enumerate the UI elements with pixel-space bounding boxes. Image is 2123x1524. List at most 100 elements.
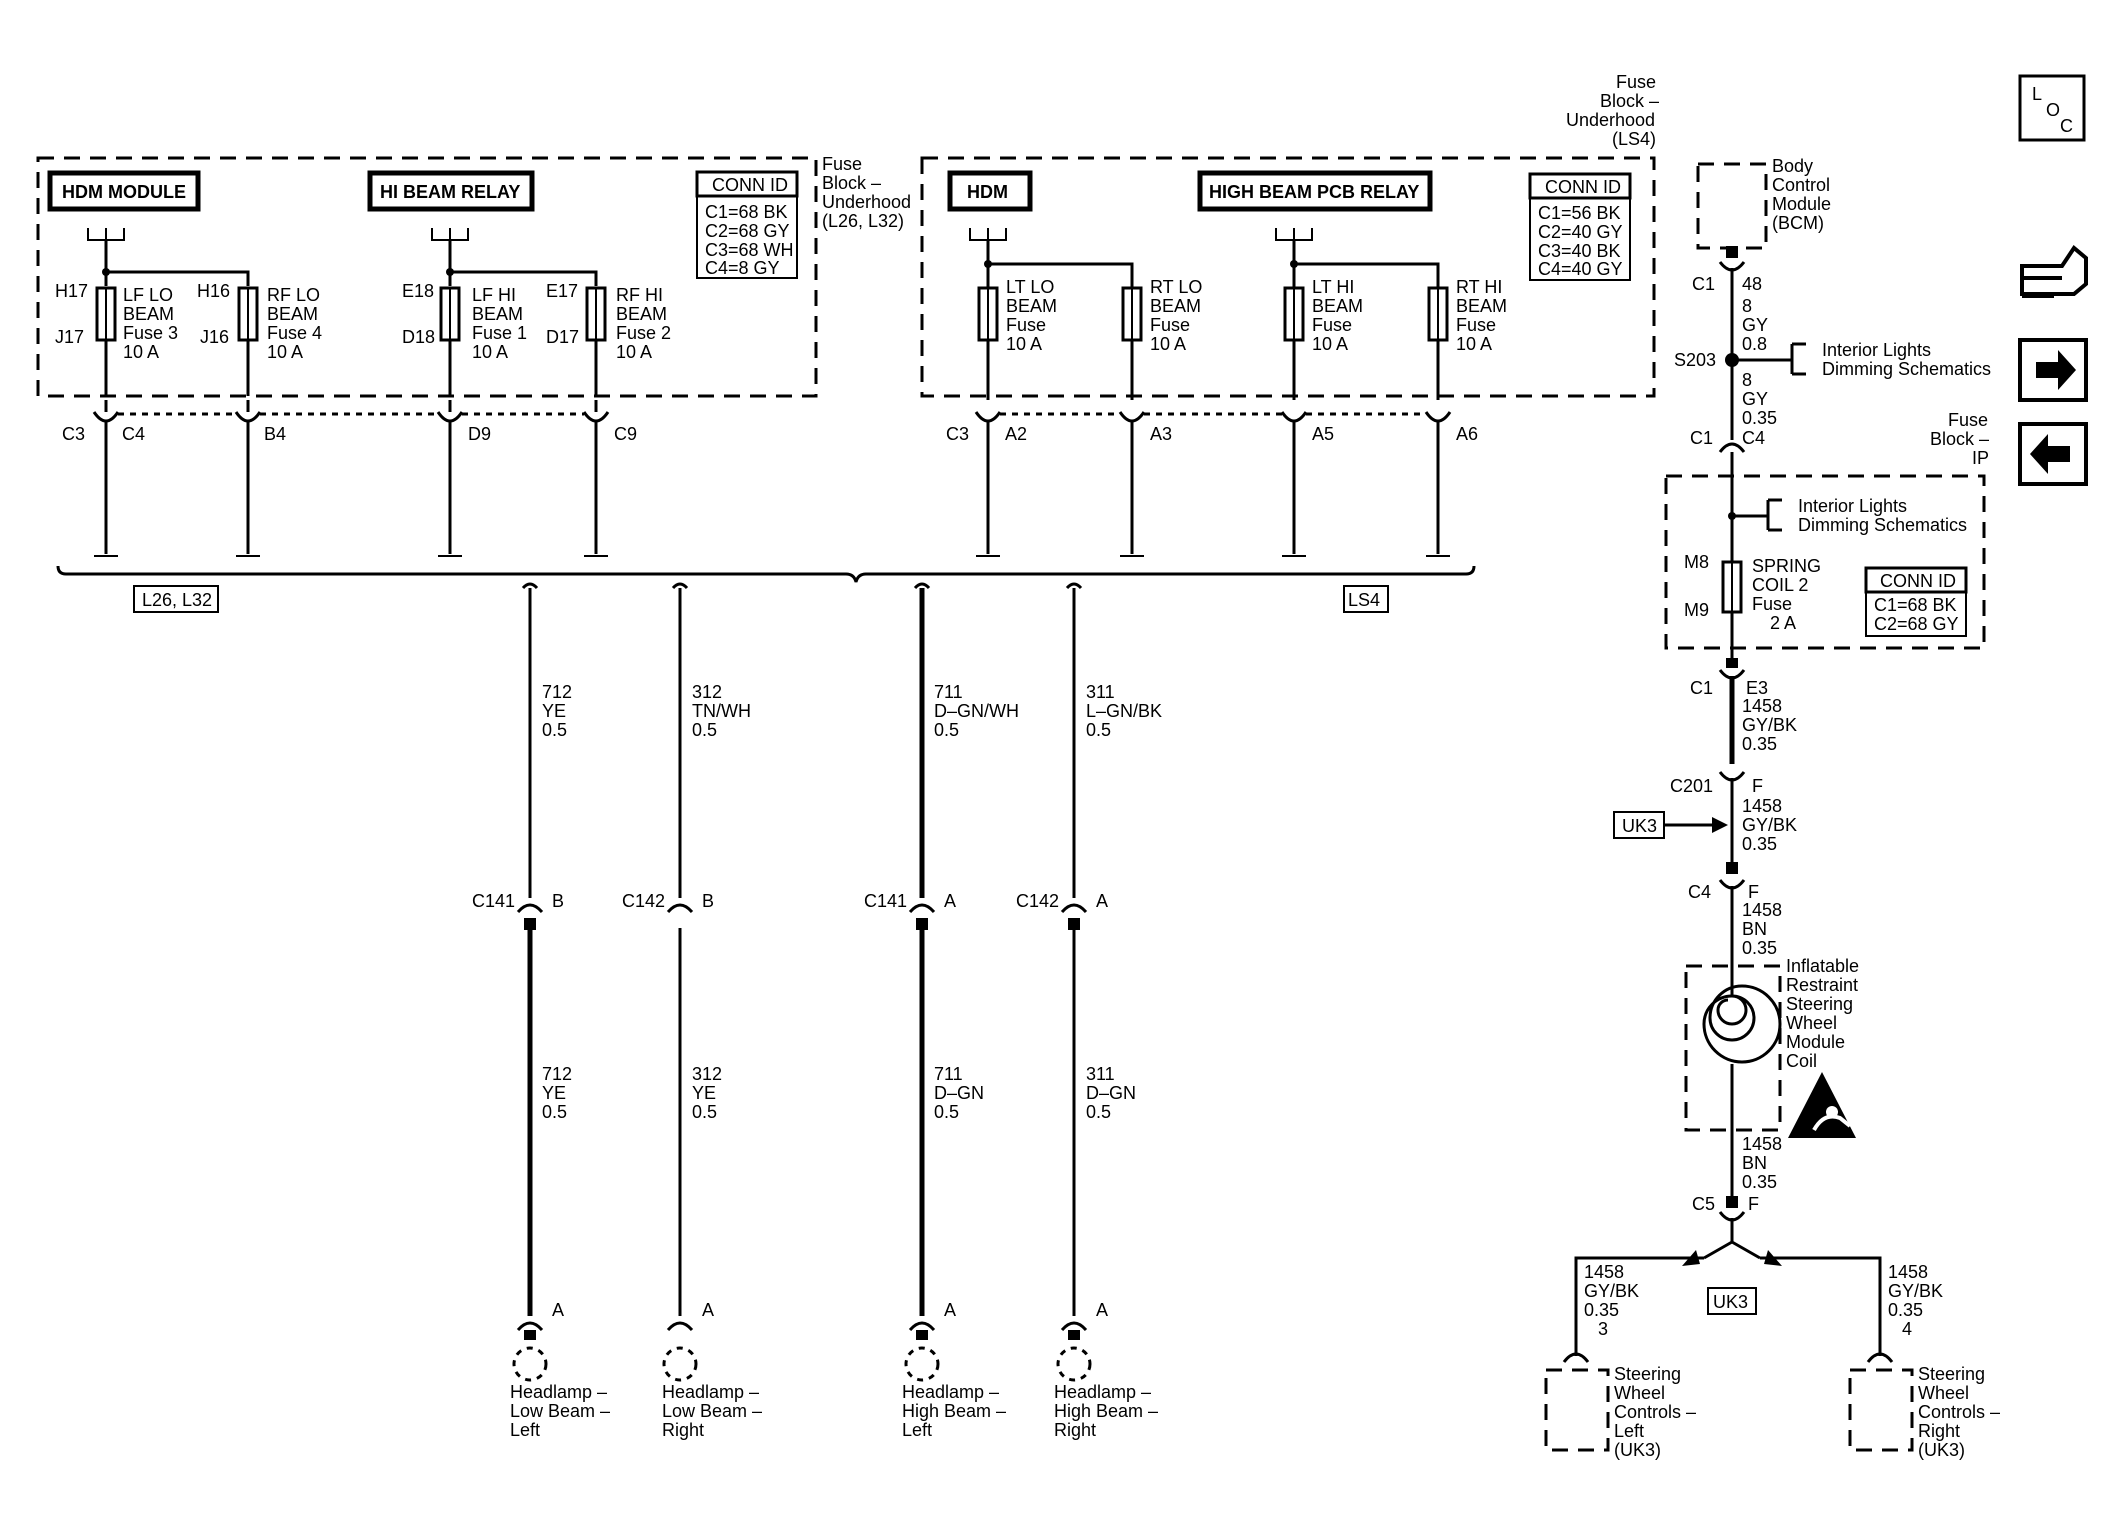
- svg-text:1458: 1458: [1742, 900, 1782, 920]
- svg-text:C4: C4: [122, 424, 145, 444]
- svg-text:GY/BK: GY/BK: [1742, 815, 1797, 835]
- svg-text:10 A: 10 A: [1312, 334, 1348, 354]
- svg-text:CONN ID: CONN ID: [1545, 177, 1621, 197]
- svg-text:1458: 1458: [1742, 1134, 1782, 1154]
- svg-text:1458: 1458: [1888, 1262, 1928, 1282]
- svg-text:B4: B4: [264, 424, 286, 444]
- svg-text:YE: YE: [692, 1083, 716, 1103]
- circuit-high-beam-left: 711 D–GN/WH 0.5 C141 A 711 D–GN 0.5 A He…: [864, 582, 1019, 1440]
- fuse-block-label-line: Fuse: [822, 154, 862, 174]
- svg-text:10 A: 10 A: [472, 342, 508, 362]
- svg-text:Fuse 2: Fuse 2: [616, 323, 671, 343]
- svg-text:0.8: 0.8: [1742, 334, 1767, 354]
- svg-text:GY/BK: GY/BK: [1584, 1281, 1639, 1301]
- svg-text:3: 3: [1598, 1319, 1608, 1339]
- svg-text:Fuse: Fuse: [1150, 315, 1190, 335]
- svg-text:RF LO: RF LO: [267, 285, 320, 305]
- svg-text:1458: 1458: [1742, 696, 1782, 716]
- circuit-low-beam-right: 312 TN/WH 0.5 C142 B 312 YE 0.5 A Headla…: [622, 582, 762, 1440]
- svg-text:Fuse 3: Fuse 3: [123, 323, 178, 343]
- svg-text:Wheel: Wheel: [1786, 1013, 1837, 1033]
- svg-text:A5: A5: [1312, 424, 1334, 444]
- svg-text:IP: IP: [1972, 448, 1989, 468]
- svg-text:0.5: 0.5: [1086, 720, 1111, 740]
- svg-text:C1=68 BK: C1=68 BK: [705, 202, 788, 222]
- svg-text:D9: D9: [468, 424, 491, 444]
- svg-text:Right: Right: [1918, 1421, 1960, 1441]
- svg-text:C142: C142: [1016, 891, 1059, 911]
- option-brace: L26, L32 LS4: [56, 565, 1476, 613]
- svg-text:Low Beam –: Low Beam –: [510, 1401, 610, 1421]
- svg-text:Fuse: Fuse: [1948, 410, 1988, 430]
- loc-icon[interactable]: L O C: [2018, 74, 2086, 142]
- svg-text:C3: C3: [946, 424, 969, 444]
- svg-text:Fuse: Fuse: [1616, 72, 1656, 92]
- high-beam-pcb-relay-label: HIGH BEAM PCB RELAY: [1209, 182, 1419, 202]
- svg-text:0.35: 0.35: [1742, 408, 1777, 428]
- svg-text:0.5: 0.5: [934, 720, 959, 740]
- svg-text:H16: H16: [197, 281, 230, 301]
- svg-text:Module: Module: [1772, 194, 1831, 214]
- svg-text:GY/BK: GY/BK: [1742, 715, 1797, 735]
- svg-text:1458: 1458: [1584, 1262, 1624, 1282]
- svg-text:10 A: 10 A: [1150, 334, 1186, 354]
- svg-text:F: F: [1748, 882, 1759, 902]
- svg-text:C2=68 GY: C2=68 GY: [705, 221, 790, 241]
- left-conn-id-table: CONN ID C1=68 BK C2=68 GY C3=68 WH C4=8 …: [695, 170, 799, 279]
- svg-text:GY: GY: [1742, 389, 1768, 409]
- svg-text:Interior Lights: Interior Lights: [1822, 340, 1931, 360]
- svg-text:(UK3): (UK3): [1614, 1440, 1661, 1460]
- svg-text:BN: BN: [1742, 1153, 1767, 1173]
- svg-text:0.35: 0.35: [1742, 734, 1777, 754]
- svg-text:8: 8: [1742, 370, 1752, 390]
- svg-text:High Beam –: High Beam –: [1054, 1401, 1158, 1421]
- svg-text:E18: E18: [402, 281, 434, 301]
- svg-text:C: C: [2060, 116, 2073, 136]
- svg-text:S203: S203: [1674, 350, 1716, 370]
- svg-text:C1=68 BK: C1=68 BK: [1874, 595, 1957, 615]
- svg-text:LF HI: LF HI: [472, 285, 516, 305]
- svg-text:Fuse: Fuse: [1006, 315, 1046, 335]
- svg-text:Dimming Schematics: Dimming Schematics: [1798, 515, 1967, 535]
- svg-text:C2=68 GY: C2=68 GY: [1874, 614, 1959, 634]
- prev-arrow-icon[interactable]: [2018, 422, 2088, 486]
- svg-text:C3: C3: [62, 424, 85, 444]
- svg-text:D–GN/WH: D–GN/WH: [934, 701, 1019, 721]
- svg-text:A: A: [552, 1300, 564, 1320]
- svg-text:Headlamp –: Headlamp –: [902, 1382, 999, 1402]
- hdm-module-label-box: [47, 170, 201, 212]
- svg-text:711: 711: [934, 682, 963, 702]
- svg-text:48: 48: [1742, 274, 1762, 294]
- hi-beam-relay-label-box: [367, 170, 535, 212]
- harness-icon[interactable]: [2020, 245, 2088, 298]
- svg-text:312: 312: [692, 1064, 722, 1084]
- svg-text:LF LO: LF LO: [123, 285, 173, 305]
- svg-text:J16: J16: [200, 327, 229, 347]
- svg-text:L–GN/BK: L–GN/BK: [1086, 701, 1162, 721]
- svg-text:C141: C141: [472, 891, 515, 911]
- svg-text:Block –: Block –: [1930, 429, 1989, 449]
- svg-text:GY/BK: GY/BK: [1888, 1281, 1943, 1301]
- svg-text:(UK3): (UK3): [1918, 1440, 1965, 1460]
- svg-text:F: F: [1752, 776, 1763, 796]
- svg-text:Wheel: Wheel: [1918, 1383, 1969, 1403]
- hdm-module-label: HDM MODULE: [62, 182, 186, 202]
- svg-text:Coil: Coil: [1786, 1051, 1817, 1071]
- svg-text:0.35: 0.35: [1888, 1300, 1923, 1320]
- fuse-block-label-line: Block –: [822, 173, 881, 193]
- svg-text:Module: Module: [1786, 1032, 1845, 1052]
- svg-text:F: F: [1748, 1194, 1759, 1214]
- svg-text:High Beam –: High Beam –: [902, 1401, 1006, 1421]
- svg-text:D18: D18: [402, 327, 435, 347]
- svg-text:0.35: 0.35: [1742, 1172, 1777, 1192]
- svg-text:M8: M8: [1684, 552, 1709, 572]
- svg-text:1458: 1458: [1742, 796, 1782, 816]
- svg-text:BEAM: BEAM: [1456, 296, 1507, 316]
- svg-text:Headlamp –: Headlamp –: [1054, 1382, 1151, 1402]
- svg-text:E17: E17: [546, 281, 578, 301]
- next-arrow-icon[interactable]: [2018, 338, 2088, 402]
- svg-text:BEAM: BEAM: [1006, 296, 1057, 316]
- svg-text:Fuse 1: Fuse 1: [472, 323, 527, 343]
- right-fuse-block: Fuse Block – Underhood (LS4) HDM HIGH BE…: [920, 72, 1659, 557]
- svg-text:A3: A3: [1150, 424, 1172, 444]
